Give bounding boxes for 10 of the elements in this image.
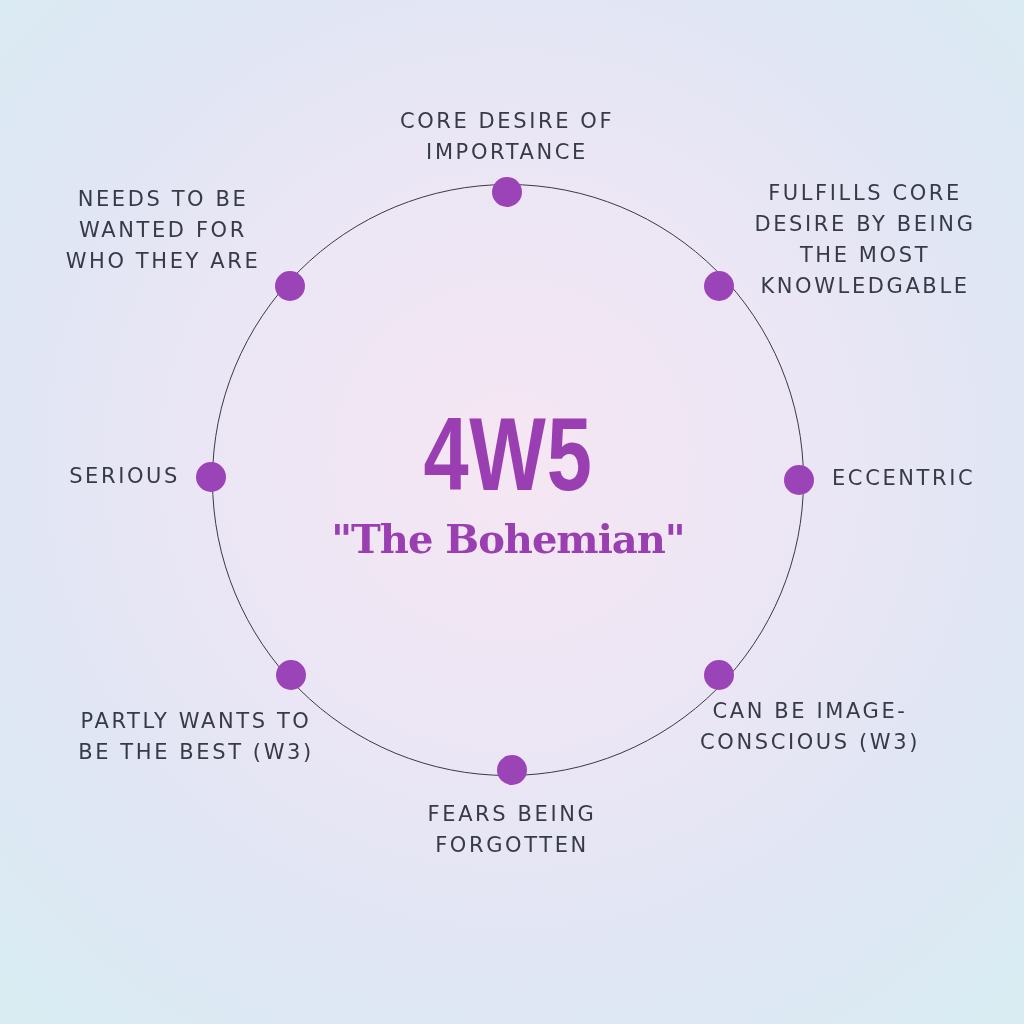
- trait-label: ECCENTRIC: [832, 465, 977, 492]
- type-nickname: "The Bohemian": [330, 515, 686, 562]
- type-code: 4W5: [422, 395, 594, 514]
- trait-label: FULFILLS CORE DESIRE BY BEING THE MOST KNOWLEDGABLE: [753, 180, 977, 300]
- trait-label: PARTLY WANTS TO BE THE BEST (W3): [77, 708, 315, 766]
- trait-label: CAN BE IMAGE-CONSCIOUS (W3): [699, 698, 921, 756]
- trait-label: SERIOUS: [68, 463, 180, 490]
- trait-label: CORE DESIRE OF IMPORTANCE: [398, 108, 616, 166]
- trait-label: FEARS BEING FORGOTTEN: [426, 801, 598, 859]
- trait-label: NEEDS TO BE WANTED FOR WHO THEY ARE: [64, 186, 262, 275]
